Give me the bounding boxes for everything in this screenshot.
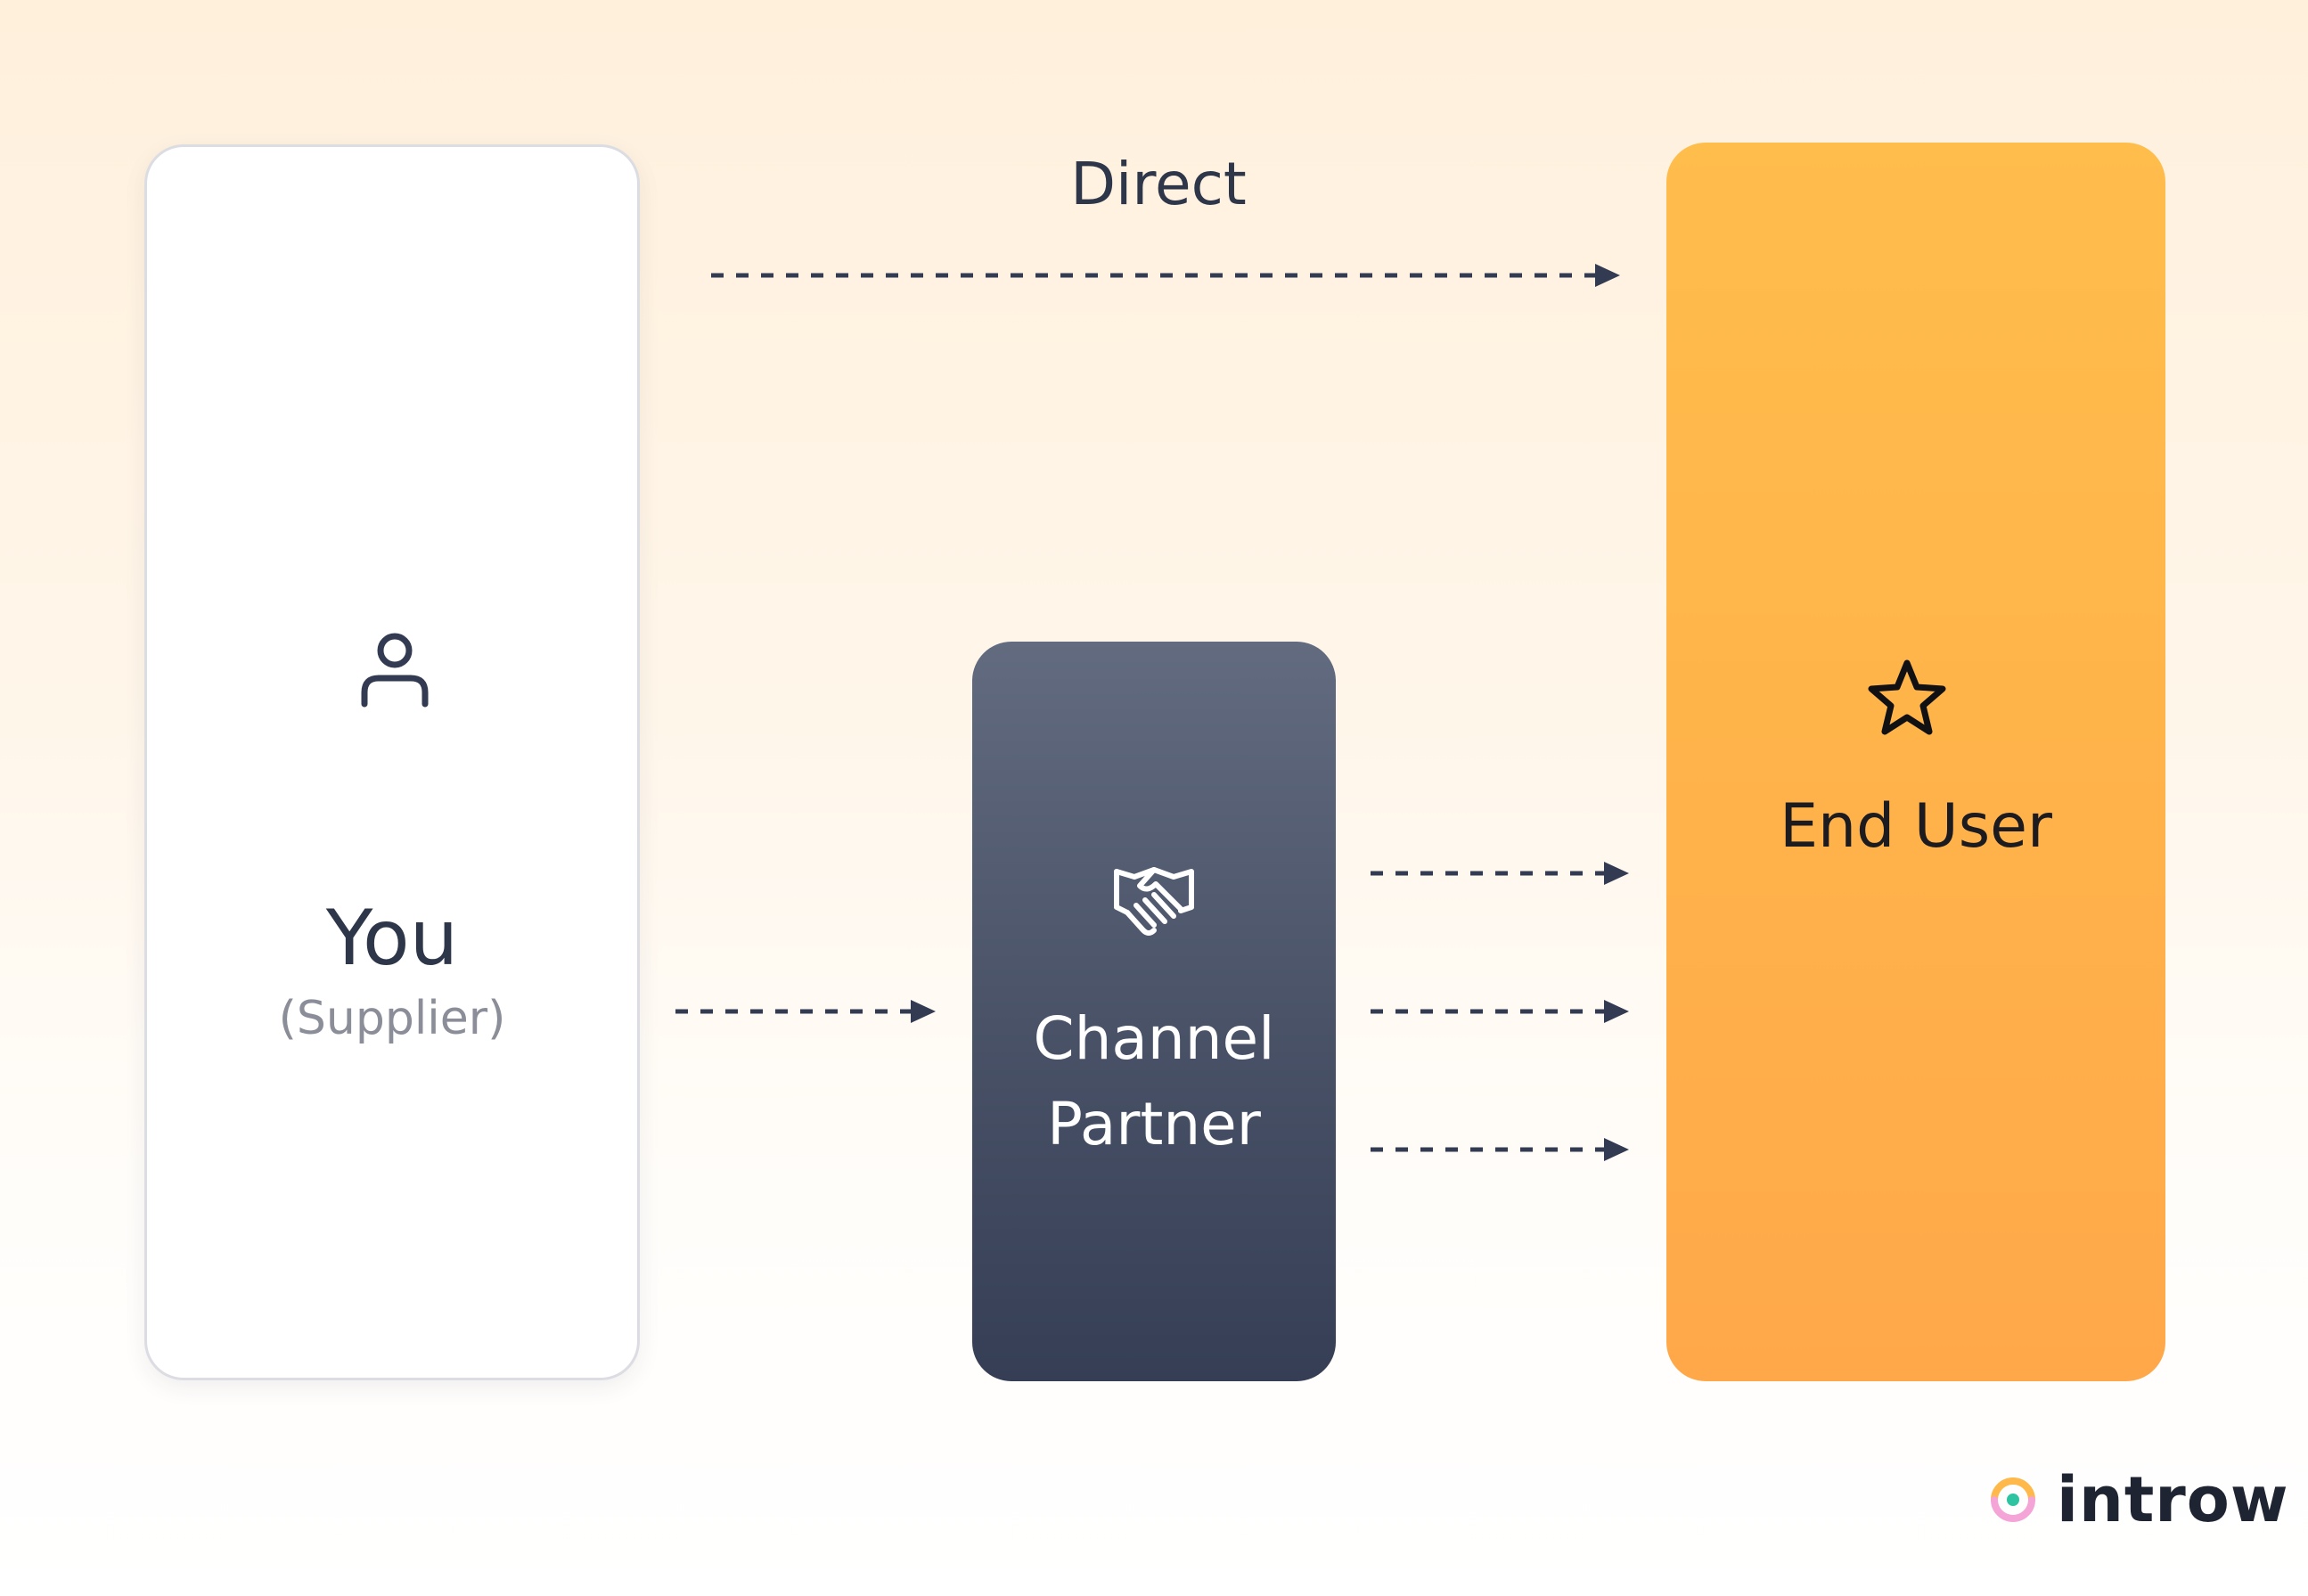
brand-name: introw [2057, 1463, 2289, 1536]
supplier-to-partner-arrowhead [911, 1000, 936, 1023]
channel-partner-title-line2: Partner [1047, 1090, 1261, 1158]
brand-logo: introw [1985, 1463, 2288, 1536]
partner-to-enduser-arrowhead-3 [1604, 1138, 1629, 1161]
direct-arrowhead [1595, 264, 1620, 287]
end-user-title: End User [1780, 791, 2052, 862]
supplier-subtitle: (Supplier) [278, 992, 506, 1045]
partner-to-enduser-arrowhead-1 [1604, 862, 1629, 885]
partner-to-enduser-arrowhead-2 [1604, 1000, 1629, 1023]
channel-partner-title: Channel Partner [972, 996, 1336, 1167]
channel-partner-title-line1: Channel [1033, 1004, 1275, 1073]
user-icon [361, 633, 429, 708]
star-icon [1868, 659, 1946, 735]
handshake-icon [1114, 867, 1194, 936]
channel-partner-node: Channel Partner [972, 642, 1336, 1381]
introw-logo-icon [1991, 1477, 2035, 1522]
direct-edge-label: Direct [1070, 150, 1247, 218]
end-user-node: End User [1666, 143, 2165, 1381]
supplier-title: You [325, 894, 459, 983]
supplier-node: You (Supplier) [144, 144, 640, 1380]
